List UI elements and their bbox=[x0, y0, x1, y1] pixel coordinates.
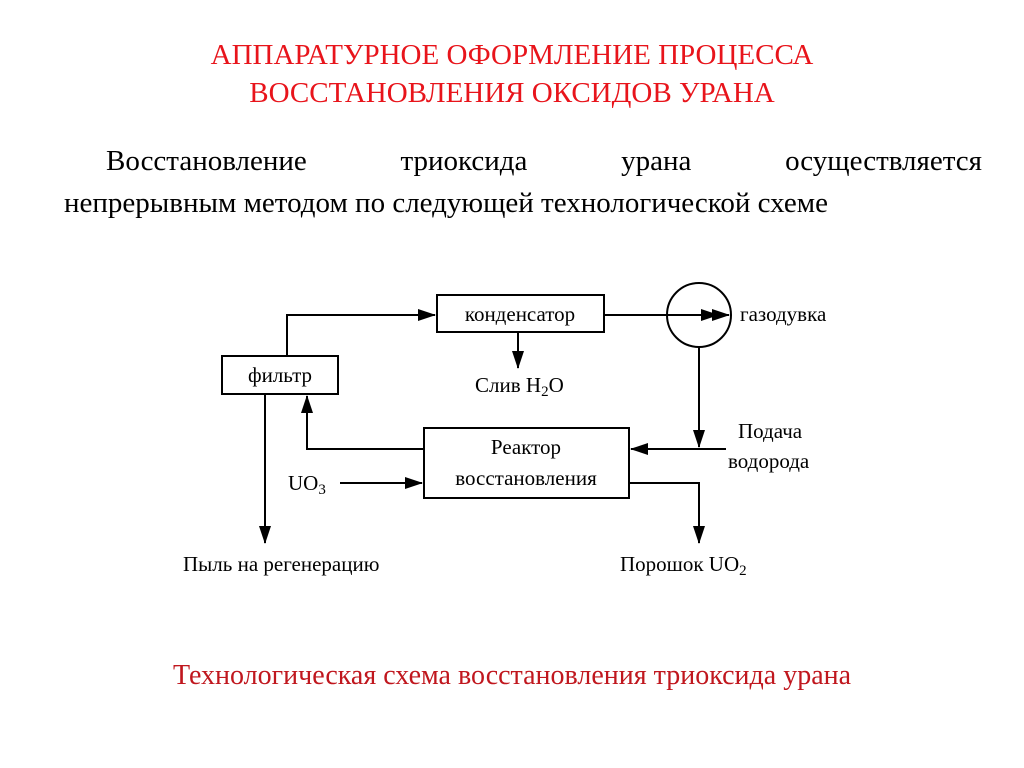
title-line-2: ВОССТАНОВЛЕНИЯ ОКСИДОВ УРАНА bbox=[249, 77, 775, 109]
hydrogen-label-line-2: водорода bbox=[728, 449, 810, 473]
filter-to-condenser-line bbox=[286, 309, 436, 356]
reactor-label-line-1: Реактор bbox=[491, 435, 561, 459]
condenser-label: конденсатор bbox=[465, 302, 575, 326]
uo3-label: UO3 bbox=[288, 471, 326, 498]
intro-word: Восстановление bbox=[106, 145, 307, 177]
slide-title: АППАРАТУРНОЕ ОФОРМЛЕНИЕ ПРОЦЕССА ВОССТАН… bbox=[0, 36, 1024, 112]
intro-paragraph: Восстановление триоксида урана осуществл… bbox=[64, 140, 982, 224]
hydrogen-label-line-1: Подача bbox=[738, 419, 803, 443]
dust-label: Пыль на регенерацию bbox=[183, 552, 379, 576]
intro-word: осуществляется bbox=[785, 145, 982, 177]
filter-label: фильтр bbox=[248, 363, 312, 387]
title-line-1: АППАРАТУРНОЕ ОФОРМЛЕНИЕ ПРОЦЕССА bbox=[210, 39, 814, 71]
intro-word: урана bbox=[621, 145, 692, 177]
drain-label: Слив Н2О bbox=[475, 373, 564, 400]
intro-line-2: непрерывным методом по следующей техноло… bbox=[64, 187, 829, 219]
filter-box bbox=[221, 355, 339, 395]
condenser-box bbox=[436, 294, 605, 333]
powder-label: Порошок UO2 bbox=[620, 552, 747, 579]
reactor-label-line-2: восстановления bbox=[455, 466, 597, 490]
reactor-box bbox=[423, 427, 630, 499]
intro-line-1: Восстановление триоксида урана осуществл… bbox=[64, 140, 982, 182]
blower-label: газодувка bbox=[740, 302, 827, 326]
powder-output-line bbox=[629, 482, 705, 544]
reactor-to-filter-line bbox=[301, 395, 424, 450]
diagram-caption: Технологическая схема восстановления три… bbox=[172, 660, 852, 691]
intro-word: триоксида bbox=[400, 145, 528, 177]
